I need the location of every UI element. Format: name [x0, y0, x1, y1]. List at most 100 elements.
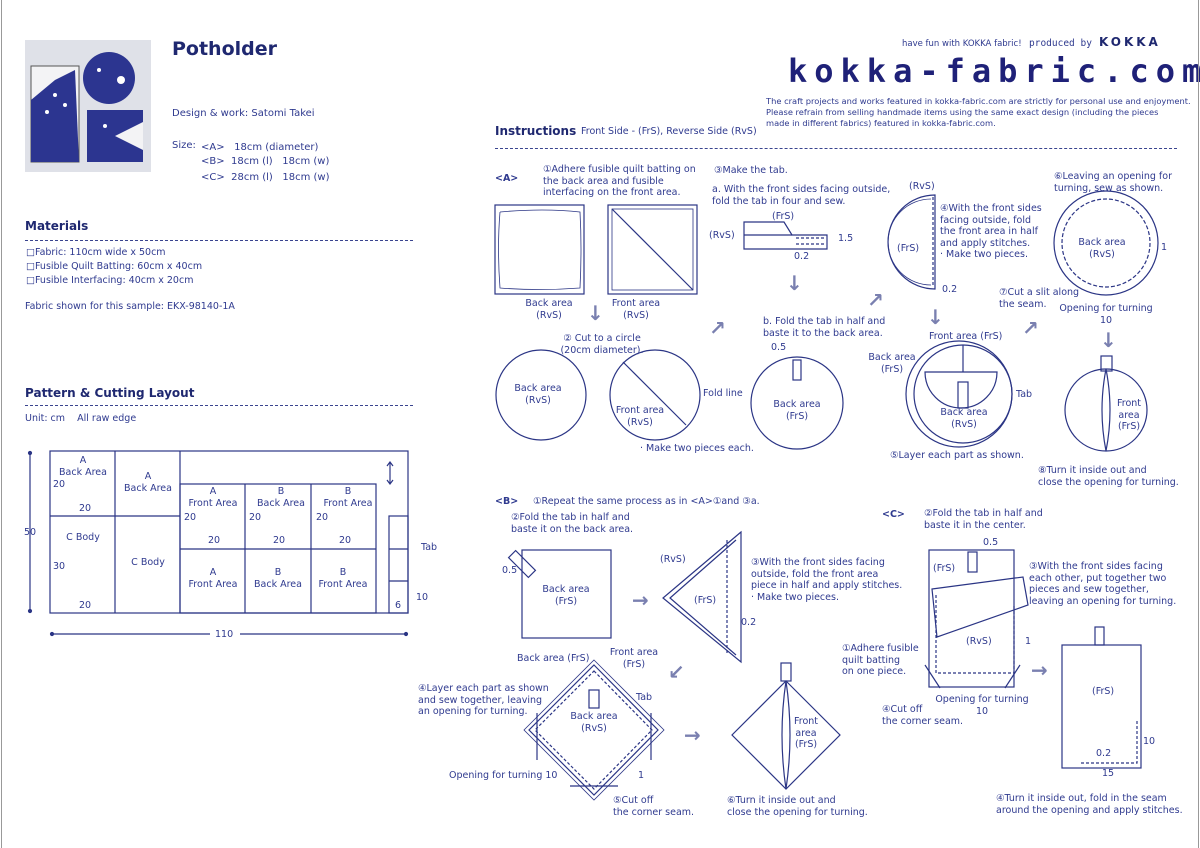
instructions-heading: Instructions	[495, 124, 577, 138]
size-label: Size:	[172, 140, 196, 151]
dimension: 20	[208, 535, 221, 546]
diagram-label: Fold line	[703, 388, 743, 399]
legend: Front Side - (FrS), Reverse Side (RvS)	[581, 126, 757, 137]
brand-logo: KOKKA	[1099, 35, 1161, 49]
diagram-label: (RvS)	[660, 554, 686, 565]
diagram-label: (RvS)	[966, 636, 992, 647]
piece-label: A Back Area	[59, 455, 107, 478]
diagram-label: (FrS)	[772, 211, 795, 222]
materials-heading: Materials	[25, 219, 89, 233]
piece-label: B Front Area	[318, 567, 368, 590]
arrow-up-right-icon: ↗	[709, 316, 726, 340]
dimension: 1	[1025, 636, 1032, 647]
dimension: 1	[1161, 242, 1168, 253]
piece-label: B Front Area	[323, 486, 373, 509]
arrow-up-right-icon: ↗	[867, 288, 884, 312]
divider	[25, 405, 413, 406]
step-text: a. With the front sides facing outside, …	[712, 184, 891, 207]
dimension: 30	[53, 561, 66, 572]
diagram-label: Back area (RvS)	[940, 407, 988, 430]
dimension: 15	[1102, 768, 1115, 779]
fabric-sample: Fabric shown for this sample: EKX-98140-…	[25, 301, 235, 312]
arrow-down-icon: ↓	[1100, 328, 1117, 352]
diagram-label: (FrS)	[694, 595, 717, 606]
arrow-down-left-icon: ↙	[668, 660, 685, 684]
cutting-layout	[27, 450, 409, 637]
step-text: ④With the front sides facing outside, fo…	[940, 203, 1042, 260]
diagram-label: Front area (RvS)	[615, 405, 665, 428]
diagram-label: Back area (FrS)	[773, 399, 821, 422]
dimension: 0.2	[794, 251, 810, 262]
step-text: ②Fold the tab in half and baste it in th…	[924, 508, 1043, 531]
diagram-label: Front area (FrS)	[793, 716, 819, 750]
dimension: 20	[79, 503, 92, 514]
step-text: ①Adhere fusible quilt batting on one pie…	[842, 643, 919, 677]
diagram-label: Back area (FrS)	[868, 352, 916, 375]
step-text: ⑥Leaving an opening for turning, sew as …	[1054, 171, 1172, 194]
diagram-label: Front area (FrS)	[609, 647, 659, 670]
step-text: ⑥Turn it inside out and close the openin…	[727, 795, 868, 818]
section-b-label: <B>	[495, 496, 519, 507]
material-item: □Fabric: 110cm wide x 50cm	[26, 247, 166, 258]
dimension: 20	[273, 535, 286, 546]
diagram-label: Opening for turning 10	[449, 770, 558, 781]
piece-label: A Back Area	[124, 471, 172, 494]
step-text: ②Fold the tab in half and baste it on th…	[511, 512, 634, 535]
diagram-label: (FrS)	[897, 243, 920, 254]
dimension: 6	[395, 600, 402, 611]
tagline: have fun with KOKKA fabric!	[902, 39, 1022, 49]
dimension: 20	[184, 512, 197, 523]
diagram-label: Front area (FrS)	[929, 331, 1003, 342]
diagram-label: (FrS)	[1092, 686, 1115, 697]
dimension: 0.2	[942, 284, 958, 295]
disclaimer: Please refrain from selling handmade ite…	[766, 107, 1159, 117]
dimension: 110	[215, 629, 234, 640]
size-c: <C> 28cm (l) 18cm (w)	[201, 172, 330, 183]
step-text: ② Cut to a circle (20cm diameter).	[560, 333, 644, 356]
dimension: 20	[79, 600, 92, 611]
material-item: □Fusible Interfacing: 40cm x 20cm	[26, 275, 194, 286]
section-c-label: <C>	[882, 509, 905, 520]
dimension: 20	[53, 479, 66, 490]
dimension: 20	[339, 535, 352, 546]
diagram-label: Back area (RvS)	[1078, 237, 1126, 260]
dimension: 20	[249, 512, 262, 523]
arrow-up-right-icon: ↗	[1022, 316, 1039, 340]
dimension: 20	[316, 512, 329, 523]
dimension: 0.5	[502, 565, 518, 576]
step-text: ⑤Layer each part as shown.	[890, 450, 1024, 461]
section-a-label: <A>	[495, 173, 519, 184]
step-text: ⑦Cut a slit along the seam.	[999, 287, 1080, 310]
piece-label: B Back Area	[254, 567, 302, 590]
arrow-down-icon: ↓	[927, 305, 944, 329]
step-text: ④Layer each part as shown and sew togeth…	[418, 683, 549, 717]
diagram-label: Opening for turning 10	[935, 694, 1029, 717]
diagram-label: Back area (RvS)	[514, 383, 562, 406]
piece-label: A Front Area	[188, 486, 238, 509]
arrow-down-icon: ↓	[786, 271, 803, 295]
step-text: ③With the front sides facing each other,…	[1029, 561, 1177, 607]
disclaimer: made in different fabrics) featured in k…	[766, 118, 996, 128]
material-item: □Fusible Quilt Batting: 60cm x 40cm	[26, 261, 203, 272]
designer: Design & work: Satomi Takei	[172, 108, 315, 119]
layout-heading: Pattern & Cutting Layout	[25, 386, 195, 400]
arrow-down-icon: ↓	[587, 301, 604, 325]
diagram-label: Front area (RvS)	[611, 298, 661, 321]
step-note: · Make two pieces each.	[640, 443, 754, 454]
step-text: ③Make the tab.	[714, 165, 788, 176]
dimension: 1.5	[838, 233, 854, 244]
dimension: 10	[1143, 736, 1156, 747]
arrow-right-icon: →	[684, 723, 701, 747]
size-a: <A> 18cm (diameter)	[201, 142, 319, 153]
site-logo: kokka-fabric.com	[788, 52, 1200, 90]
size-b: <B> 18cm (l) 18cm (w)	[201, 156, 330, 167]
piece-label: A Front Area	[188, 567, 238, 590]
produced-by: produced by	[1029, 38, 1092, 49]
diagram-label: (FrS)	[933, 563, 956, 574]
diagram-label: Back area (RvS)	[570, 711, 618, 734]
divider	[495, 148, 1177, 149]
dimension: 0.5	[771, 342, 787, 353]
page-title: Potholder	[172, 38, 278, 60]
